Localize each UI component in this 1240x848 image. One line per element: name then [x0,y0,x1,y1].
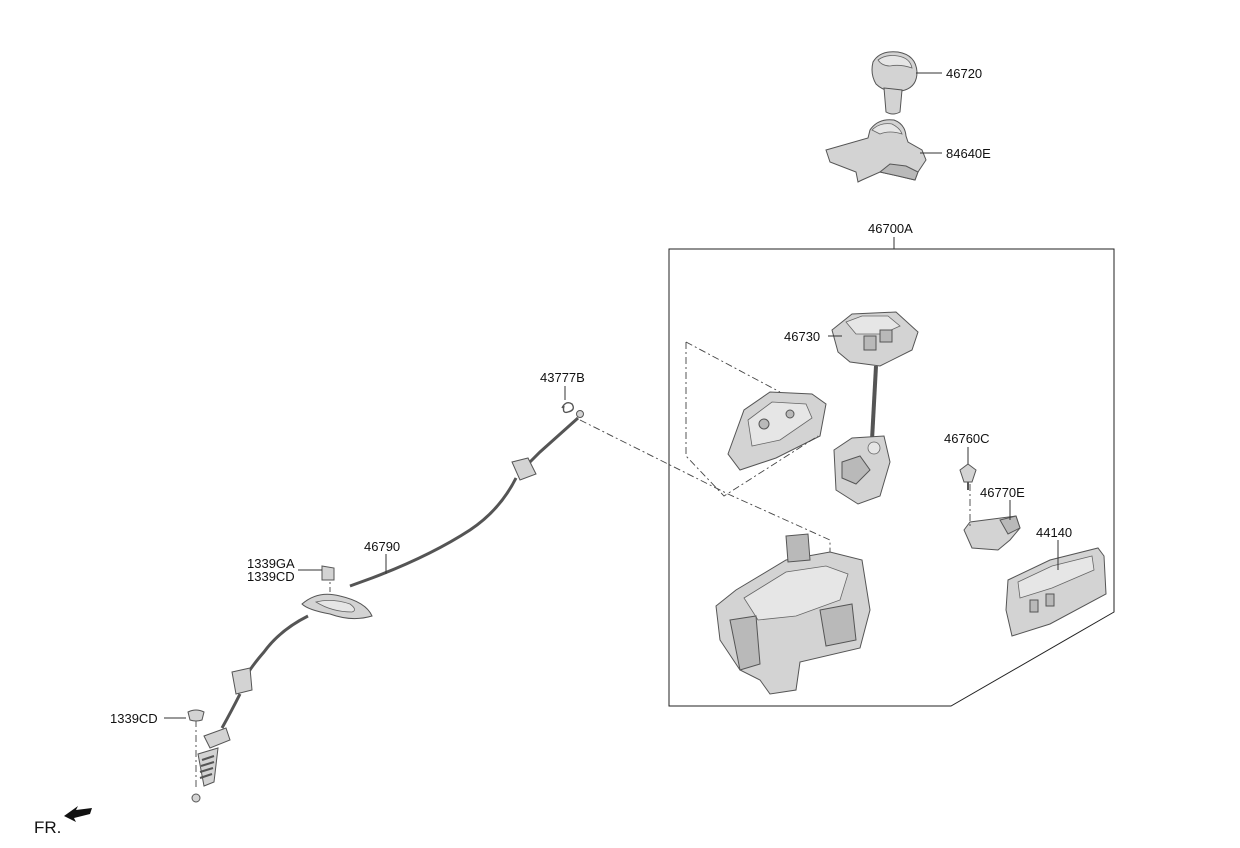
label-84640E: 84640E [946,146,991,161]
label-46770E: 46770E [980,485,1025,500]
front-direction-label: FR. [34,818,61,837]
label-1339GA: 1339GA [247,556,295,571]
assembly-line [685,341,781,393]
label-46760C: 46760C [944,431,990,446]
shift-cable-icon [187,410,584,803]
assembly-line [579,419,831,552]
label-44140: 44140 [1036,525,1072,540]
label-46730: 46730 [784,329,820,344]
label-43777B: 43777B [540,370,585,385]
assembly-line [685,342,819,497]
label-46790: 46790 [364,539,400,554]
label-1339CD-lower: 1339CD [110,711,158,726]
shift-mechanism-icon [833,435,891,505]
clip-43777B-icon [561,401,575,414]
sensor-46770E-icon [963,515,1021,551]
label-1339CD-upper: 1339CD [247,569,295,584]
shifter-base-bracket-icon [715,533,871,695]
shift-knob-icon [871,51,918,115]
label-46700A: 46700A [868,221,913,236]
clip-46760C-icon [959,463,977,490]
shift-plate-bracket-icon [727,391,827,471]
front-direction-arrow-icon [64,806,92,822]
label-46720: 46720 [946,66,982,81]
shift-lever-top-icon [831,311,919,441]
control-module-44140-icon [1005,547,1107,637]
assembly-46700A-outline [668,248,1115,707]
shift-boot-icon [825,119,927,183]
